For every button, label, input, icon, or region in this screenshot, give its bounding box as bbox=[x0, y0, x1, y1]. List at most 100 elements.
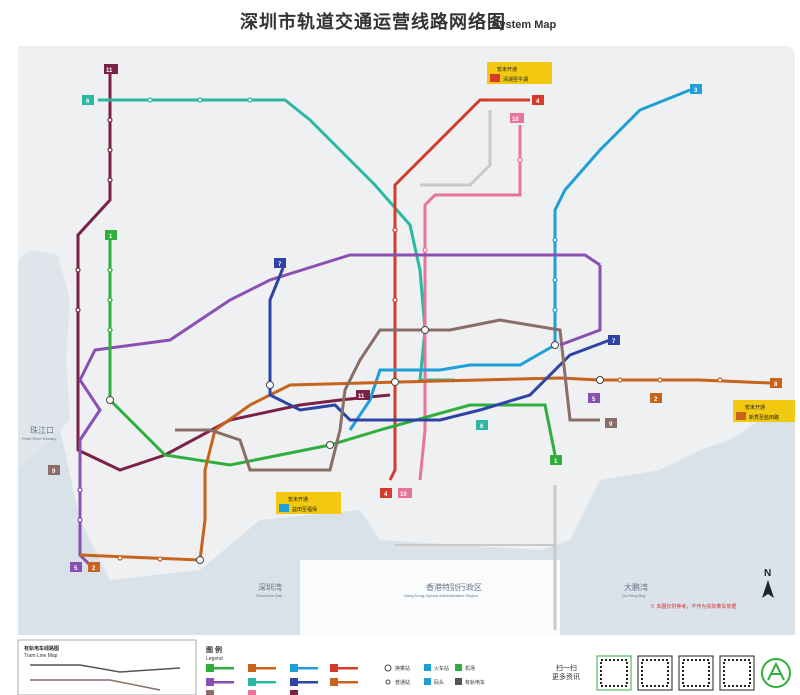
station[interactable] bbox=[107, 147, 113, 153]
badge-line-6-south bbox=[476, 420, 488, 430]
tram-line-2 bbox=[30, 679, 161, 691]
badge-line-6-label: 6 bbox=[86, 99, 90, 105]
transfer-station[interactable] bbox=[421, 326, 429, 334]
station[interactable] bbox=[107, 117, 113, 123]
notice-right-line2: 新秀至盐田路 bbox=[749, 414, 779, 421]
map-title: 深圳市轨道交通运营线路网络图 bbox=[240, 11, 506, 32]
station[interactable] bbox=[552, 307, 558, 313]
station[interactable] bbox=[552, 237, 558, 243]
station[interactable] bbox=[157, 556, 163, 562]
legend-transfer: 换乘站 bbox=[395, 665, 410, 672]
area-pearl-river-en: Pearl River Estuary bbox=[22, 436, 56, 441]
legend-airport-icon bbox=[455, 664, 462, 671]
transfer-station[interactable] bbox=[266, 381, 274, 389]
station[interactable] bbox=[552, 277, 558, 283]
station[interactable] bbox=[422, 247, 428, 253]
area-dapeng-en: Da Peng Bay bbox=[622, 593, 646, 598]
station[interactable] bbox=[107, 327, 113, 333]
station[interactable] bbox=[247, 97, 253, 103]
badge-line-1-east-label: 1 bbox=[554, 459, 558, 465]
badge-line-5 bbox=[70, 562, 82, 572]
badge-line-9-east bbox=[605, 418, 617, 428]
qr-code-2 bbox=[637, 655, 673, 691]
station[interactable] bbox=[75, 307, 81, 313]
area-hk-en: Hong Kong Special Administrative Region bbox=[404, 593, 478, 598]
map-title-en: System Map bbox=[492, 19, 556, 31]
transfer-station[interactable] bbox=[551, 341, 559, 349]
station[interactable] bbox=[392, 227, 398, 233]
legend-normal-icon bbox=[385, 679, 391, 685]
transfer-station[interactable] bbox=[596, 376, 604, 384]
scan-line1: 扫一扫 bbox=[556, 663, 577, 672]
badge-line-11-south bbox=[356, 390, 370, 400]
station[interactable] bbox=[657, 377, 663, 383]
badge-line-11-label: 11 bbox=[106, 68, 113, 74]
notice-top-line1: 暂未开通 bbox=[497, 66, 517, 73]
badge-line-1 bbox=[105, 230, 117, 240]
station[interactable] bbox=[197, 97, 203, 103]
legend-line-swatches bbox=[206, 664, 358, 695]
legend-tram-icon bbox=[455, 678, 462, 685]
station[interactable] bbox=[517, 157, 523, 163]
notice-middle-line1: 暂未开通 bbox=[288, 496, 308, 503]
legend-transfer-icon bbox=[384, 664, 392, 672]
notice-right-line1: 暂未开通 bbox=[745, 404, 765, 411]
badge-line-4-south bbox=[380, 488, 392, 498]
badge-line-2-east-label: 2 bbox=[654, 397, 658, 403]
station[interactable] bbox=[617, 377, 623, 383]
tram-panel bbox=[17, 639, 197, 695]
notice-right-box bbox=[733, 400, 795, 422]
badge-line-10-label: 10 bbox=[512, 117, 519, 123]
notice-right-badge bbox=[736, 412, 746, 420]
station[interactable] bbox=[107, 297, 113, 303]
area-shenzhen-bay-en: Shenzhen Bay bbox=[256, 593, 282, 598]
station[interactable] bbox=[107, 267, 113, 273]
north-label: N bbox=[764, 568, 771, 579]
transfer-station[interactable] bbox=[196, 556, 204, 564]
transfer-station[interactable] bbox=[391, 378, 399, 386]
qr-codes bbox=[596, 655, 755, 691]
north-arrow-icon bbox=[762, 580, 774, 598]
notice-top-box bbox=[487, 62, 552, 84]
station[interactable] bbox=[107, 177, 113, 183]
qr-code-4 bbox=[719, 655, 755, 691]
qr-code-3 bbox=[678, 655, 714, 691]
legend-tram: 有轨电车 bbox=[465, 679, 485, 686]
dapeng-water bbox=[620, 520, 795, 635]
line-6 bbox=[98, 98, 455, 382]
transfer-station[interactable] bbox=[106, 396, 114, 404]
badge-line-10-south bbox=[398, 488, 412, 498]
north-arrow: N bbox=[762, 568, 774, 598]
line-badges: 11 6 1 7 4 10 3 7 8 9 5 2 1 4 10 11 9 5 bbox=[48, 64, 782, 572]
line-3 bbox=[348, 88, 691, 431]
station[interactable] bbox=[75, 267, 81, 273]
line-5-east bbox=[559, 265, 602, 347]
transfer-station[interactable] bbox=[326, 441, 334, 449]
badge-line-9-east-label: 9 bbox=[609, 422, 613, 428]
legend-station-hub: 火车站 bbox=[434, 665, 449, 672]
badge-line-7-east bbox=[608, 335, 620, 345]
hk-area bbox=[300, 560, 560, 635]
badge-line-3-label: 3 bbox=[694, 88, 698, 94]
station[interactable] bbox=[147, 97, 153, 103]
badge-line-10 bbox=[510, 113, 524, 123]
badge-line-10-south-label: 10 bbox=[400, 492, 407, 498]
legend-subtitle: Legend bbox=[206, 656, 223, 662]
badge-line-8 bbox=[770, 378, 782, 388]
legend-ferry: 码头 bbox=[434, 679, 444, 686]
badge-line-5-east bbox=[588, 393, 600, 403]
station[interactable] bbox=[117, 555, 123, 561]
badge-line-7-east-label: 7 bbox=[612, 339, 616, 345]
line-10 bbox=[418, 125, 522, 481]
badge-line-2 bbox=[88, 562, 100, 572]
station[interactable] bbox=[392, 297, 398, 303]
notice-top: 暂未开通 清湖至牛湖 bbox=[487, 62, 552, 84]
badge-line-5-east-label: 5 bbox=[592, 397, 596, 403]
line-5 bbox=[78, 253, 601, 567]
station[interactable] bbox=[77, 487, 83, 493]
station[interactable] bbox=[717, 377, 723, 383]
tram-panel-subtitle: Tram Line Map bbox=[24, 653, 58, 659]
notice-middle: 暂未开通 益田至福保 bbox=[276, 492, 341, 514]
station[interactable] bbox=[77, 517, 83, 523]
